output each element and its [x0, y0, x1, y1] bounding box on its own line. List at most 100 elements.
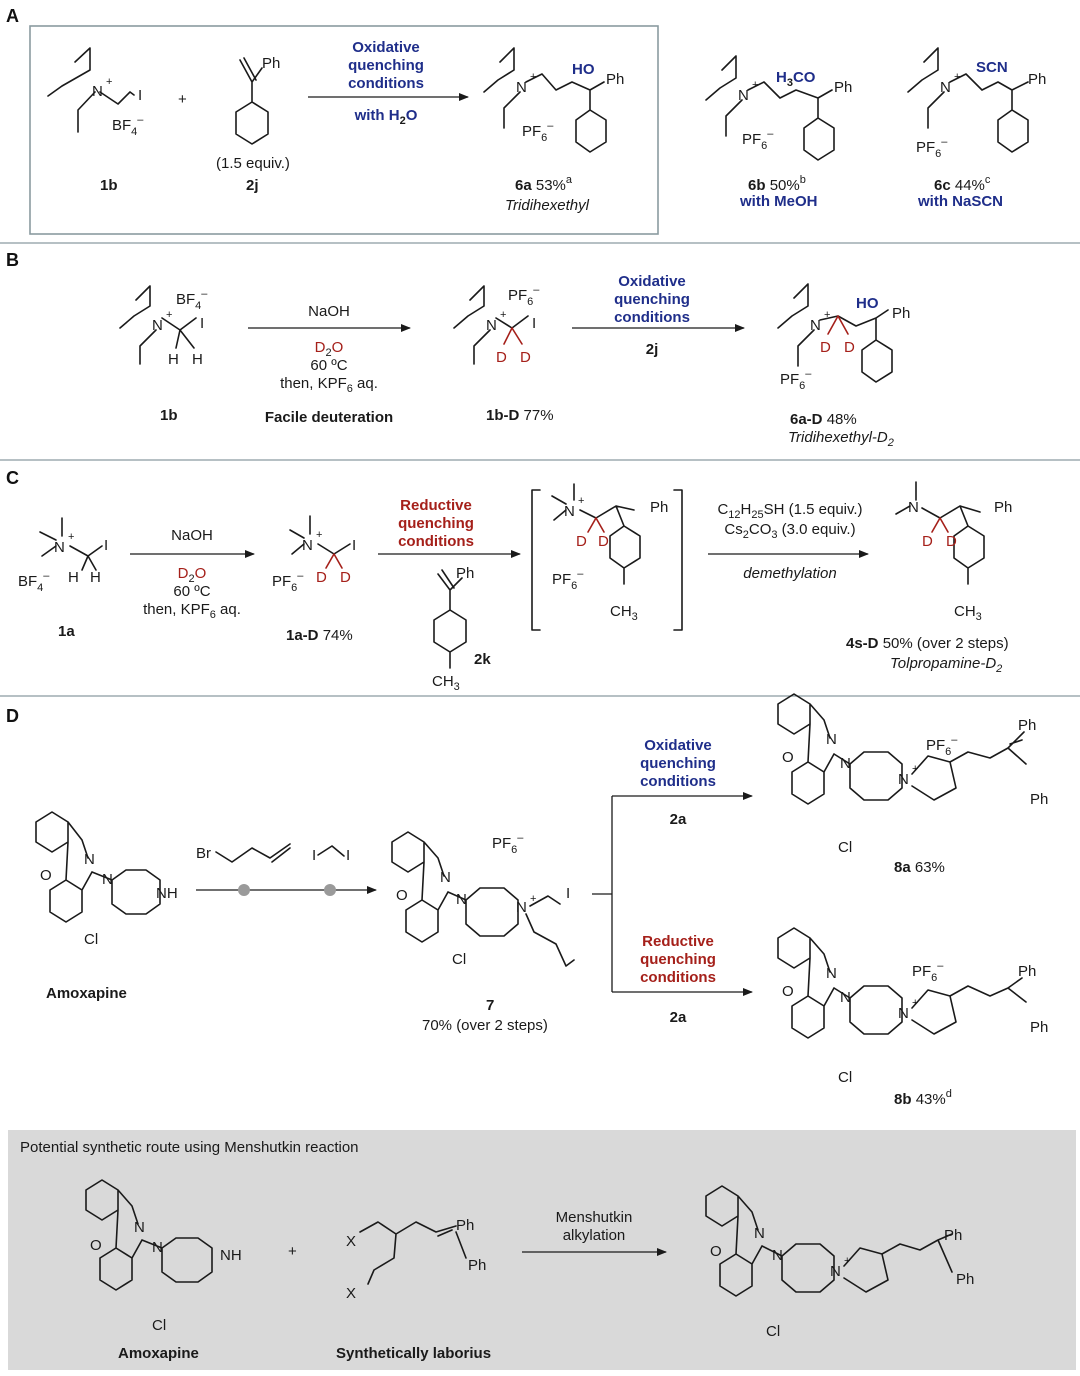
- counterion-6c: PF6–: [916, 136, 948, 160]
- molecule-1a-d: N + I D D PF6– 1a-D 74%: [272, 515, 356, 644]
- ph1-8a: Ph: [1018, 717, 1036, 734]
- ph2-8a: Ph: [1030, 791, 1048, 808]
- molecule-8b: N O N N + PF6– Ph Ph Cl 8b 43%d: [777, 927, 1048, 1108]
- n-4sd: N: [908, 499, 919, 516]
- box-arrow: Menshutkin alkylation: [522, 1209, 667, 1256]
- n-plus-6a: N: [516, 79, 527, 96]
- ph-6b: Ph: [834, 79, 852, 96]
- molecule-amoxapine: N O N NH Cl Amoxapine: [35, 811, 178, 1002]
- arrow-a-line3: conditions: [348, 75, 424, 92]
- svg-text:+: +: [954, 71, 960, 83]
- d-top-reagent: 2a: [670, 811, 687, 828]
- counterion-6a: PF6–: [522, 120, 554, 144]
- n-plus-6b: N: [738, 87, 749, 104]
- condition-6c: with NaSCN: [917, 193, 1003, 210]
- o-7: O: [396, 887, 408, 904]
- b2-reagent: 2j: [646, 341, 659, 358]
- c3-top2: Cs2CO3 (3.0 equiv.): [724, 521, 855, 541]
- svg-text:+: +: [578, 495, 584, 507]
- b1-then: then, KPF6 aq.: [280, 375, 378, 395]
- equiv-2j: (1.5 equiv.): [216, 155, 290, 172]
- c3-top1: C12H25SH (1.5 equiv.): [717, 501, 862, 521]
- d-top-line3: conditions: [640, 773, 716, 790]
- box-amox-n2: N: [152, 1239, 163, 1256]
- arrow-a-line2: quenching: [348, 57, 424, 74]
- b2-line2: quenching: [614, 291, 690, 308]
- counterion-6b: PF6–: [742, 128, 774, 152]
- molecule-1b-start: N + BF4– I H H 1b: [119, 285, 208, 424]
- label-1b: 1b: [100, 177, 118, 194]
- molecule-2j: Ph (1.5 equiv.) 2j: [216, 55, 290, 194]
- n-8a-1: N: [826, 731, 837, 748]
- arrow-b2: Oxidative quenching conditions 2j: [572, 273, 745, 358]
- molecule-6a: N + HO Ph PF6– 6a 53%a Tridihexethyl: [483, 47, 624, 214]
- iodo-1b-b: I: [200, 315, 204, 332]
- d-top-line2: quenching: [640, 755, 716, 772]
- counterion-8a: PF6–: [926, 734, 958, 758]
- label-2j: 2j: [246, 177, 259, 194]
- n-plus-6c: N: [940, 79, 951, 96]
- n-8a-2: N: [840, 755, 851, 772]
- ch3-4sd: CH3: [954, 603, 982, 623]
- yield-6b: 6b 50%b: [748, 174, 806, 194]
- n-plus-bracket: N: [564, 503, 575, 520]
- h1-1a: H: [68, 569, 79, 586]
- ch3-2k: CH3: [432, 673, 460, 693]
- panel-a-box: [29, 25, 659, 235]
- yield-6a: 6a 53%a: [515, 174, 573, 194]
- b1-temp: 60 ºC: [310, 357, 347, 374]
- box-prod-n3: N: [830, 1263, 841, 1280]
- plus-a: +: [178, 91, 187, 108]
- counterion-1a: BF4–: [18, 570, 50, 594]
- ph-bracket: Ph: [650, 499, 668, 516]
- b2-line3: conditions: [614, 309, 690, 326]
- svg-text:+: +: [530, 71, 536, 83]
- box-x2: X: [346, 1285, 356, 1302]
- svg-text:+: +: [912, 997, 918, 1009]
- counterion-7: PF6–: [492, 832, 524, 856]
- box-prod-n1: N: [754, 1225, 765, 1242]
- svg-text:+: +: [844, 1255, 850, 1267]
- d2-1ad: D: [340, 569, 351, 586]
- d-bot-line3: conditions: [640, 969, 716, 986]
- panel-letter-c: C: [6, 468, 19, 488]
- amox-nh: NH: [156, 885, 178, 902]
- n-plus-1b: N: [92, 83, 103, 100]
- group-6b: H3CO: [776, 69, 816, 89]
- d1-4sd: D: [922, 533, 933, 550]
- amox-label: Amoxapine: [46, 985, 127, 1002]
- d-bot-reagent: 2a: [670, 1009, 687, 1026]
- n-7c: N: [516, 899, 527, 916]
- name-6a: Tridihexethyl: [505, 197, 590, 214]
- yield-6c: 6c 44%c: [934, 174, 991, 194]
- c2-line1: Reductive: [400, 497, 472, 514]
- yield-6ad: 6a-D 48%: [790, 411, 857, 428]
- cl-7: Cl: [452, 951, 466, 968]
- box-plus: +: [288, 1243, 297, 1260]
- d1-bracket: D: [576, 533, 587, 550]
- label-2k: 2k: [474, 651, 491, 668]
- molecule-1a: N + I H H BF4– 1a: [18, 517, 108, 640]
- molecule-7: N O N N + I PF6– Cl 7 70% (over 2 steps): [391, 831, 575, 1034]
- box-x1: X: [346, 1233, 356, 1250]
- d2-4sd: D: [946, 533, 957, 550]
- molecule-8a: N O N N + PF6– Ph Ph Cl 8a 63%: [777, 693, 1048, 876]
- group-6a: HO: [572, 61, 595, 78]
- yield-1bd: 1b-D 77%: [486, 407, 554, 424]
- panel-letter-b: B: [6, 250, 19, 270]
- svg-text:+: +: [106, 76, 112, 88]
- d1-1bd: D: [496, 349, 507, 366]
- cl-8a: Cl: [838, 839, 852, 856]
- reagent-i1: I: [312, 847, 316, 864]
- b1-caption: Facile deuteration: [265, 409, 393, 426]
- box-reactant2: Synthetically laborius: [336, 1345, 491, 1362]
- b1-top: NaOH: [308, 303, 350, 320]
- yield-1ad: 1a-D 74%: [286, 627, 353, 644]
- name-4sd: Tolpropamine-D2: [890, 655, 1002, 675]
- n-7b: N: [456, 891, 467, 908]
- svg-text:+: +: [316, 529, 322, 541]
- counterion-6ad: PF6–: [780, 368, 812, 392]
- c1-d2o: D2O: [178, 565, 207, 585]
- svg-text:+: +: [824, 309, 830, 321]
- svg-text:+: +: [530, 893, 536, 905]
